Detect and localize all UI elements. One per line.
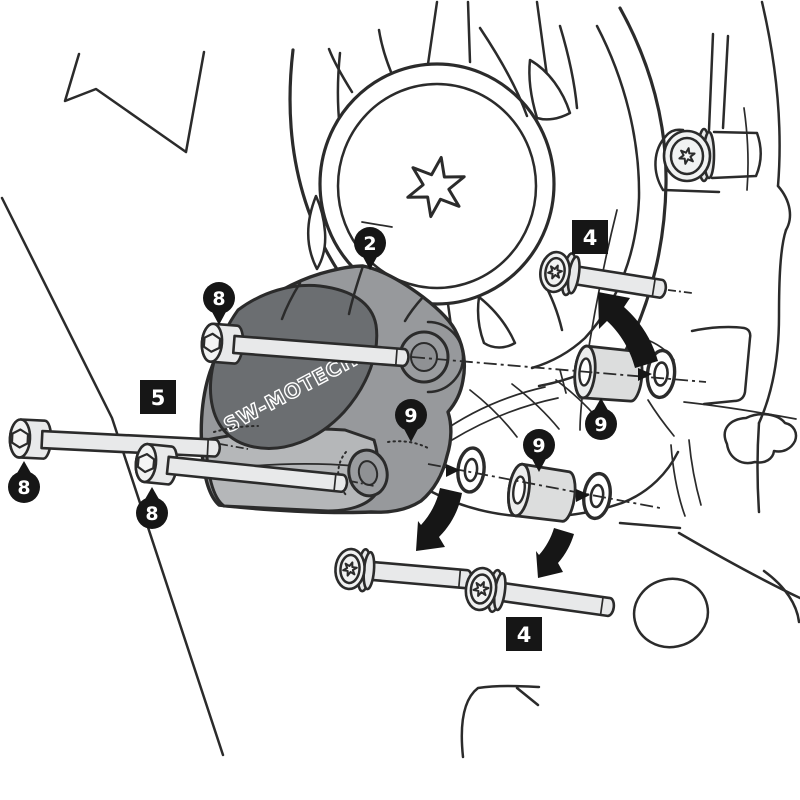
- socket-bolt-top: [200, 322, 410, 368]
- callout-badge-5-label: 5: [151, 386, 166, 410]
- callout-pin-9-mid-label: 9: [532, 435, 545, 457]
- callout-pin-9-mid: 9: [523, 429, 555, 472]
- torx-bolt-bottom-right: [464, 566, 616, 618]
- callout-badge-4-top: 4: [572, 220, 608, 254]
- torx-bolt-right: [539, 250, 668, 299]
- callout-pin-8-mid-label: 8: [145, 503, 158, 525]
- callout-pin-9-right: 9: [585, 398, 617, 440]
- callout-badge-4-bottom-label: 4: [517, 623, 532, 647]
- callout-pin-9-left: 9: [395, 399, 427, 442]
- torx-star-emblem: [406, 155, 466, 219]
- socket-bolt-mid: [134, 442, 349, 494]
- arrow-down-left: [416, 488, 462, 551]
- spacer-lower: [507, 462, 577, 523]
- callout-badge-5: 5: [140, 380, 176, 414]
- callout-pin-8-top-label: 8: [212, 288, 225, 310]
- axis-marker-left: [446, 464, 460, 477]
- callout-pin-9-left-label: 9: [404, 405, 417, 427]
- axis-marker-upper: [638, 368, 652, 381]
- arrow-up-left: [598, 292, 658, 368]
- callout-pin-2: 2: [354, 227, 386, 270]
- washer-left: [456, 446, 486, 494]
- torx-bolt-bottom-left: [334, 547, 473, 593]
- installed-torx-screw: [654, 127, 762, 194]
- assembly-axes: [219, 289, 707, 509]
- callout-pin-8-left: 8: [8, 461, 40, 503]
- callout-badge-4-top-label: 4: [583, 226, 598, 250]
- axis-marker-lower: [576, 489, 590, 502]
- callout-pin-8-mid: 8: [136, 487, 168, 529]
- callout-pin-9-right-label: 9: [594, 414, 607, 436]
- callout-badge-4-bottom: 4: [506, 617, 542, 651]
- engine-case-right: [460, 0, 800, 759]
- callout-pin-8-left-label: 8: [17, 477, 30, 499]
- direction-arrows: [416, 292, 658, 578]
- frame-outline: [0, 50, 225, 757]
- callout-pin-8-top: 8: [203, 282, 235, 325]
- protector-pad: [208, 283, 379, 450]
- engine-surface-hatch: [438, 379, 598, 441]
- arrow-down-mid: [536, 528, 574, 578]
- callout-pin-2-label: 2: [363, 233, 376, 255]
